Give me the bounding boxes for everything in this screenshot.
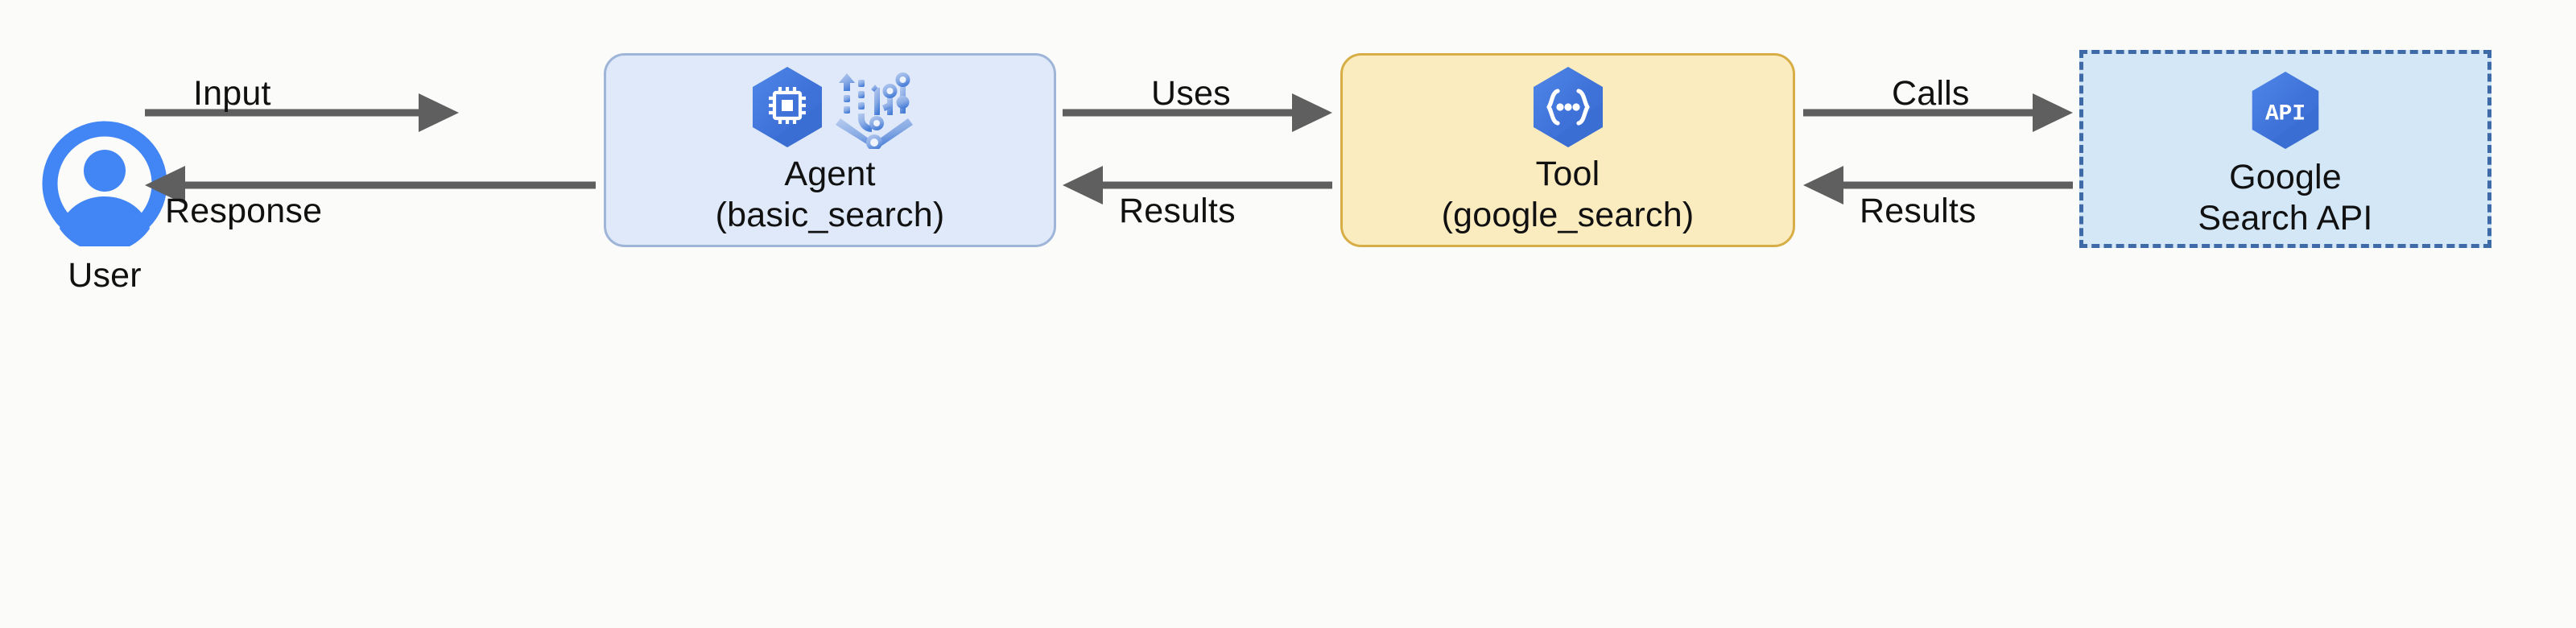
- api-hexagon-icon: API: [2247, 70, 2324, 155]
- edge-label-results-tool-agent: Results: [1119, 192, 1236, 230]
- tool-icon-group: [1528, 66, 1608, 149]
- node-tool[interactable]: Tool (google_search): [1340, 53, 1795, 247]
- edge-label-uses: Uses: [1151, 74, 1231, 113]
- node-user[interactable]: User: [32, 121, 177, 330]
- node-agent[interactable]: Agent (basic_search): [604, 53, 1056, 247]
- user-label: User: [68, 256, 142, 295]
- agent-icon-group: [747, 66, 913, 151]
- api-icon-group: API: [2247, 71, 2324, 149]
- braces-hexagon-icon: [1528, 65, 1608, 153]
- api-title: Google Search API: [2198, 158, 2373, 238]
- edge-response-arrow: [145, 161, 596, 225]
- edge-calls-arrow: [1803, 89, 2073, 153]
- agent-title: Agent (basic_search): [715, 155, 945, 234]
- cpu-hexagon-icon: [747, 65, 828, 153]
- tool-title: Tool (google_search): [1441, 155, 1695, 234]
- api-icon-text: API: [2265, 101, 2306, 126]
- edge-results-api-tool-arrow: [1803, 161, 2073, 225]
- edge-uses-arrow: [1063, 89, 1332, 153]
- edge-label-calls: Calls: [1892, 74, 1970, 113]
- edge-results-tool-agent-arrow: [1063, 161, 1332, 225]
- ml-pipeline-icon: [836, 65, 913, 153]
- edge-label-results-api-tool: Results: [1860, 192, 1976, 230]
- edge-label-input: Input: [193, 74, 271, 113]
- edge-input-arrow: [145, 89, 459, 153]
- node-google-search-api[interactable]: API Google Search API: [2079, 50, 2491, 248]
- edge-label-response: Response: [165, 192, 323, 230]
